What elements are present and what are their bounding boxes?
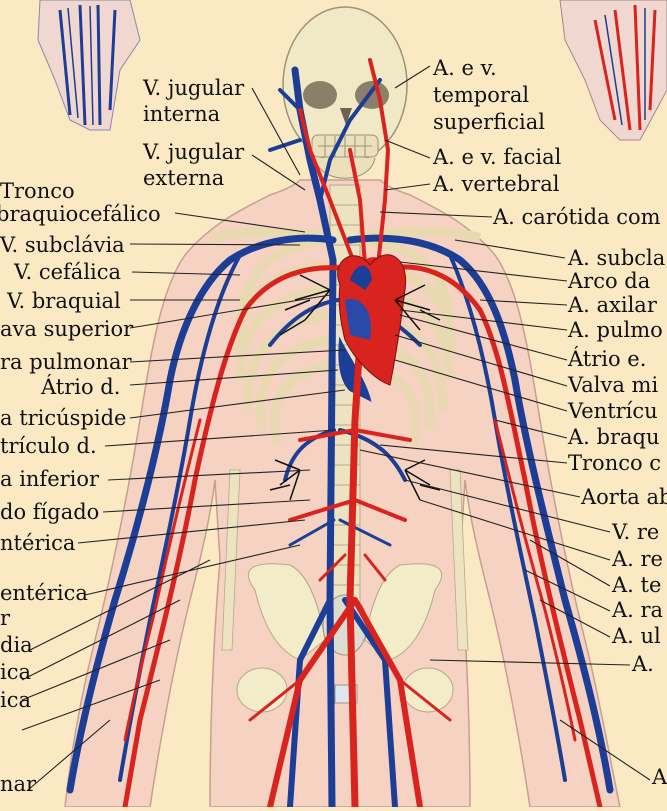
label-valva-mitral: Valva mi xyxy=(568,373,658,397)
label-a-renal: A. re xyxy=(612,547,663,571)
label-partial-nar: nar xyxy=(0,772,36,796)
label-v-pulmonar: ra pulmonar xyxy=(0,350,132,374)
label-a-partial: A. xyxy=(632,652,654,676)
label-aorta-abdominal: Aorta ab xyxy=(581,485,667,509)
label-arco-da-aorta: Arco da xyxy=(568,269,650,293)
label-v-cava-inferior: a inferior xyxy=(0,467,99,491)
upper-right-hand xyxy=(560,0,667,140)
label-v-cefalica: V. cefálica xyxy=(14,260,121,284)
label-v-do-figado: do fígado xyxy=(0,500,99,524)
label-tronco-2: braquiocefálico xyxy=(0,202,161,226)
label-ventriculo-e: Ventrícu xyxy=(568,399,658,423)
label-partial-ica-2: ica xyxy=(0,688,31,712)
label-tronco-celiaco: Tronco c xyxy=(568,451,661,475)
label-a-radial: A. ra xyxy=(612,598,663,622)
label-a-partial-2: A xyxy=(652,765,667,789)
label-v-jugular-interna-2: interna xyxy=(143,102,220,126)
label-v-braquial: V. braquial xyxy=(7,289,121,313)
label-a-carotida: A. carótida com xyxy=(493,205,661,229)
label-a-subclavia: A. subcla xyxy=(568,246,665,270)
label-ventriculo-d: trículo d. xyxy=(0,434,97,458)
label-v-jugular-interna-1: V. jugular xyxy=(143,76,244,100)
label-atrio-e: Átrio e. xyxy=(568,347,646,371)
label-a-v-temporal-3: superficial xyxy=(433,110,545,134)
label-v-cava-superior: ava superior xyxy=(0,317,133,341)
label-a-v-temporal-2: temporal xyxy=(433,83,529,107)
label-v-jugular-externa-1: V. jugular xyxy=(143,140,244,164)
label-atrio-d: Átrio d. xyxy=(41,375,120,399)
label-a-v-facial: A. e v. facial xyxy=(433,145,561,169)
upper-left-hand xyxy=(38,0,140,130)
label-tronco-1: Tronco xyxy=(0,179,75,203)
label-a-axilar: A. axilar xyxy=(568,293,657,317)
label-v-mesenterica-1: ntérica xyxy=(0,531,75,555)
label-v-mesenterica-2: entérica xyxy=(0,581,88,605)
label-a-braquial: A. braqu xyxy=(568,425,660,449)
label-a-v-temporal-1: A. e v. xyxy=(433,56,497,80)
label-a-pulmonar: A. pulmo xyxy=(568,318,663,342)
label-a-ulnar: A. ul xyxy=(612,624,661,648)
label-a-vertebral: A. vertebral xyxy=(433,172,559,196)
label-valva-tricuspide: a tricúspide xyxy=(0,406,126,430)
label-a-testicular: A. te xyxy=(612,573,661,597)
label-partial-dia: dia xyxy=(0,633,33,657)
label-partial-ica-1: ica xyxy=(0,660,31,684)
label-v-subclavia: V. subclávia xyxy=(0,233,125,257)
label-v-jugular-externa-2: externa xyxy=(143,166,224,190)
label-partial-r: r xyxy=(0,606,10,630)
label-v-renal: V. re xyxy=(612,520,659,544)
